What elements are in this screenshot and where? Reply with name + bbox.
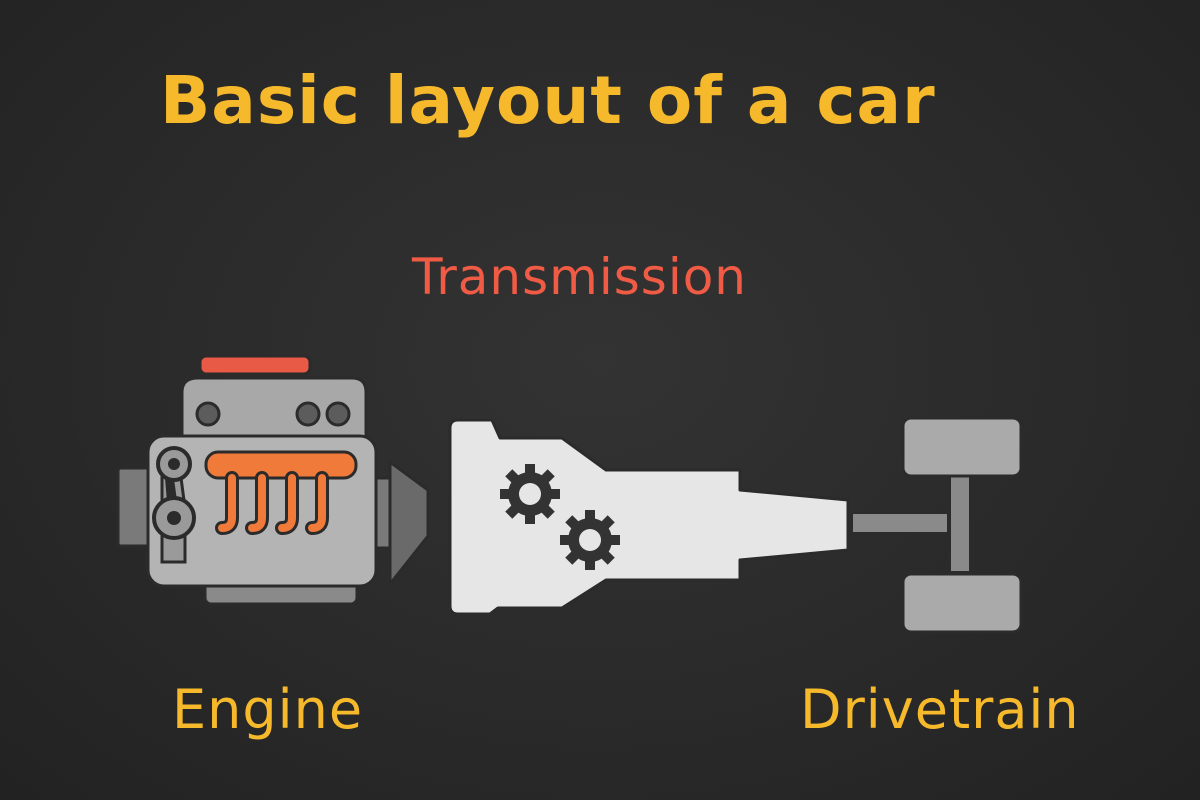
gear-icon <box>560 510 620 570</box>
engine-icon <box>116 354 430 606</box>
gear-icon <box>500 464 560 524</box>
diagram-title: Basic layout of a car <box>160 62 936 139</box>
drivetrain-icon <box>851 416 1023 634</box>
drivetrain-label: Drivetrain <box>800 678 1080 741</box>
transmission-label: Transmission <box>412 248 747 306</box>
engine-label: Engine <box>172 678 364 741</box>
transmission-icon <box>448 418 850 616</box>
